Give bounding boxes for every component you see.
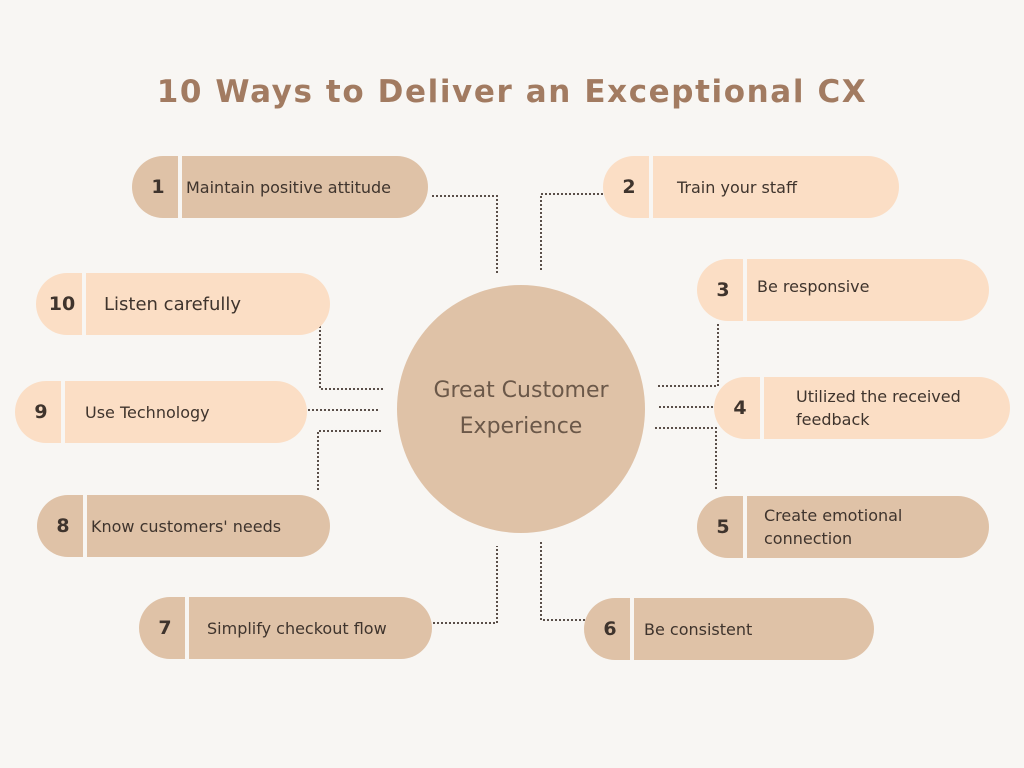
item-label: Maintain positive attitude xyxy=(186,177,391,197)
item-number: 10 xyxy=(36,273,86,335)
item-number: 3 xyxy=(697,259,747,321)
item-1: 1 Maintain positive attitude xyxy=(132,156,428,218)
item-label: Know customers' needs xyxy=(91,516,282,536)
item-label: Train your staff xyxy=(677,177,797,197)
item-label: Be consistent xyxy=(644,619,753,639)
item-number: 5 xyxy=(697,496,747,558)
item-number: 8 xyxy=(37,495,87,557)
item-label: Use Technology xyxy=(85,402,210,422)
item-4: 4 Utilized the received feedback xyxy=(714,377,1010,439)
item-5: 5 Create emotional connection xyxy=(697,496,989,558)
item-number: 9 xyxy=(15,381,65,443)
item-10: 10 Listen carefully xyxy=(36,273,330,335)
item-3: 3 Be responsive xyxy=(697,259,989,321)
item-label: Listen carefully xyxy=(104,293,242,315)
item-number: 1 xyxy=(132,156,182,218)
item-2: 2 Train your staff xyxy=(603,156,899,218)
item-number: 6 xyxy=(584,598,634,660)
item-9: 9 Use Technology xyxy=(15,381,307,443)
item-number: 2 xyxy=(603,156,653,218)
hub-label: Great Customer Experience xyxy=(433,378,609,439)
item-number: 4 xyxy=(714,377,764,439)
item-label: Simplify checkout flow xyxy=(207,618,387,638)
item-label: Utilized the received feedback xyxy=(796,387,961,429)
item-number: 7 xyxy=(139,597,189,659)
central-hub: Great Customer Experience xyxy=(397,285,645,533)
page-title: 10 Ways to Deliver an Exceptional CX xyxy=(156,74,868,110)
item-7: 7 Simplify checkout flow xyxy=(139,597,432,659)
item-8: 8 Know customers' needs xyxy=(37,495,330,557)
item-6: 6 Be consistent xyxy=(584,598,874,660)
item-label: Be responsive xyxy=(757,277,870,296)
item-label: Create emotional connection xyxy=(764,506,903,548)
